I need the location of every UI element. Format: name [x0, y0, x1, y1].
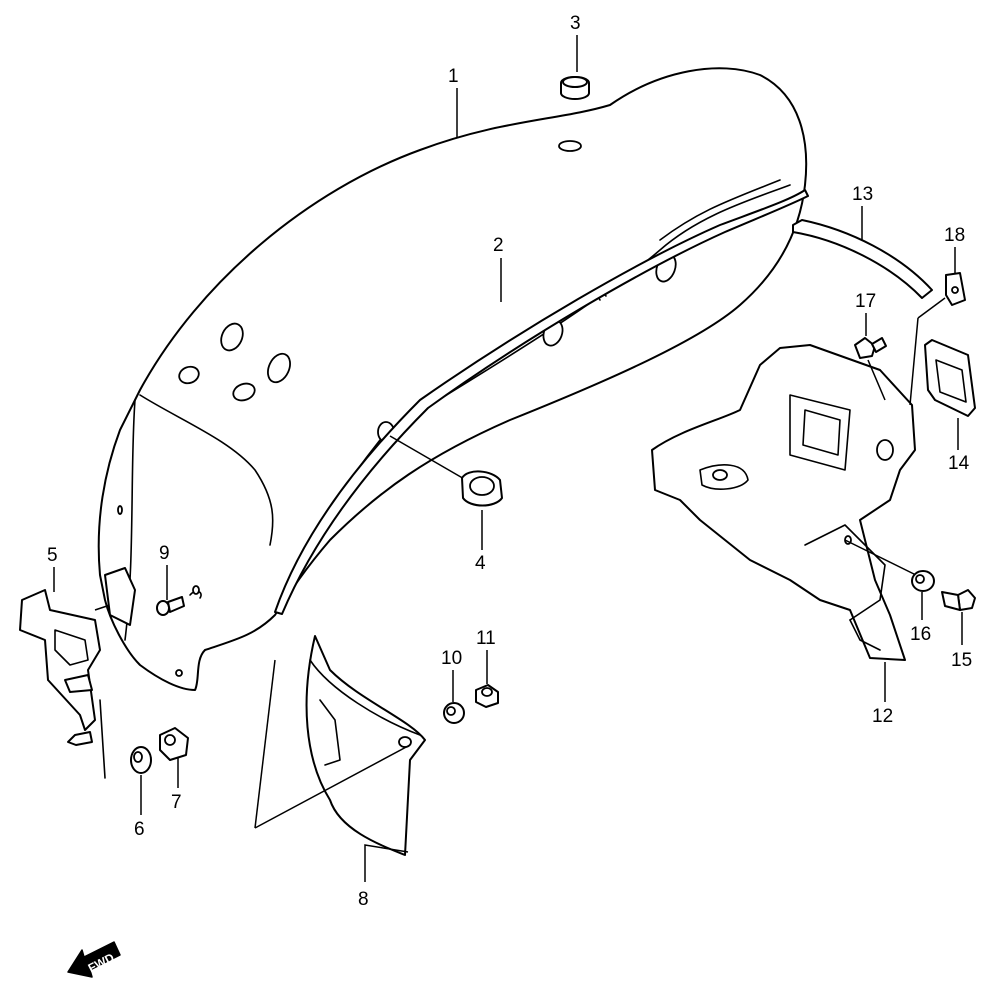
bolt-15 — [941, 589, 976, 611]
callout-17: 17 — [855, 291, 876, 312]
mud-flap — [254, 635, 426, 856]
fender-lower-piece — [99, 567, 136, 779]
nut-7 — [159, 727, 189, 761]
callout-12: 12 — [872, 706, 893, 727]
reflector — [924, 339, 976, 417]
callout-9: 9 — [159, 543, 170, 564]
bracket — [19, 589, 111, 746]
clip-18 — [909, 272, 966, 406]
callout-7: 7 — [171, 792, 182, 813]
screw-9 — [156, 585, 200, 616]
callout-labels: 1 2 3 4 5 6 7 8 9 10 11 12 13 14 15 16 1… — [47, 13, 972, 910]
license-bracket — [651, 344, 919, 661]
forward-arrow: FWD — [67, 941, 121, 978]
callout-18: 18 — [944, 225, 965, 246]
callout-3: 3 — [570, 13, 581, 34]
callout-14: 14 — [948, 453, 970, 474]
washer-16 — [911, 570, 935, 592]
fender-trim — [274, 189, 809, 615]
callout-5: 5 — [47, 545, 58, 566]
callout-1: 1 — [448, 66, 459, 87]
grommet-side — [389, 435, 503, 507]
callout-2: 2 — [493, 235, 504, 256]
callout-15: 15 — [951, 650, 972, 671]
grommet-top — [560, 76, 590, 100]
callout-10: 10 — [441, 648, 462, 669]
bolt-17 — [854, 337, 887, 401]
washer-6 — [130, 746, 152, 774]
reflector-strip — [792, 219, 933, 299]
nut-11 — [475, 684, 499, 708]
callout-6: 6 — [134, 819, 145, 840]
callout-8: 8 — [358, 889, 369, 910]
callout-4: 4 — [475, 553, 486, 574]
callout-16: 16 — [910, 624, 931, 645]
leader-lines — [53, 35, 963, 882]
callout-11: 11 — [476, 628, 496, 649]
washer-10 — [443, 702, 465, 724]
callout-13: 13 — [852, 184, 873, 205]
